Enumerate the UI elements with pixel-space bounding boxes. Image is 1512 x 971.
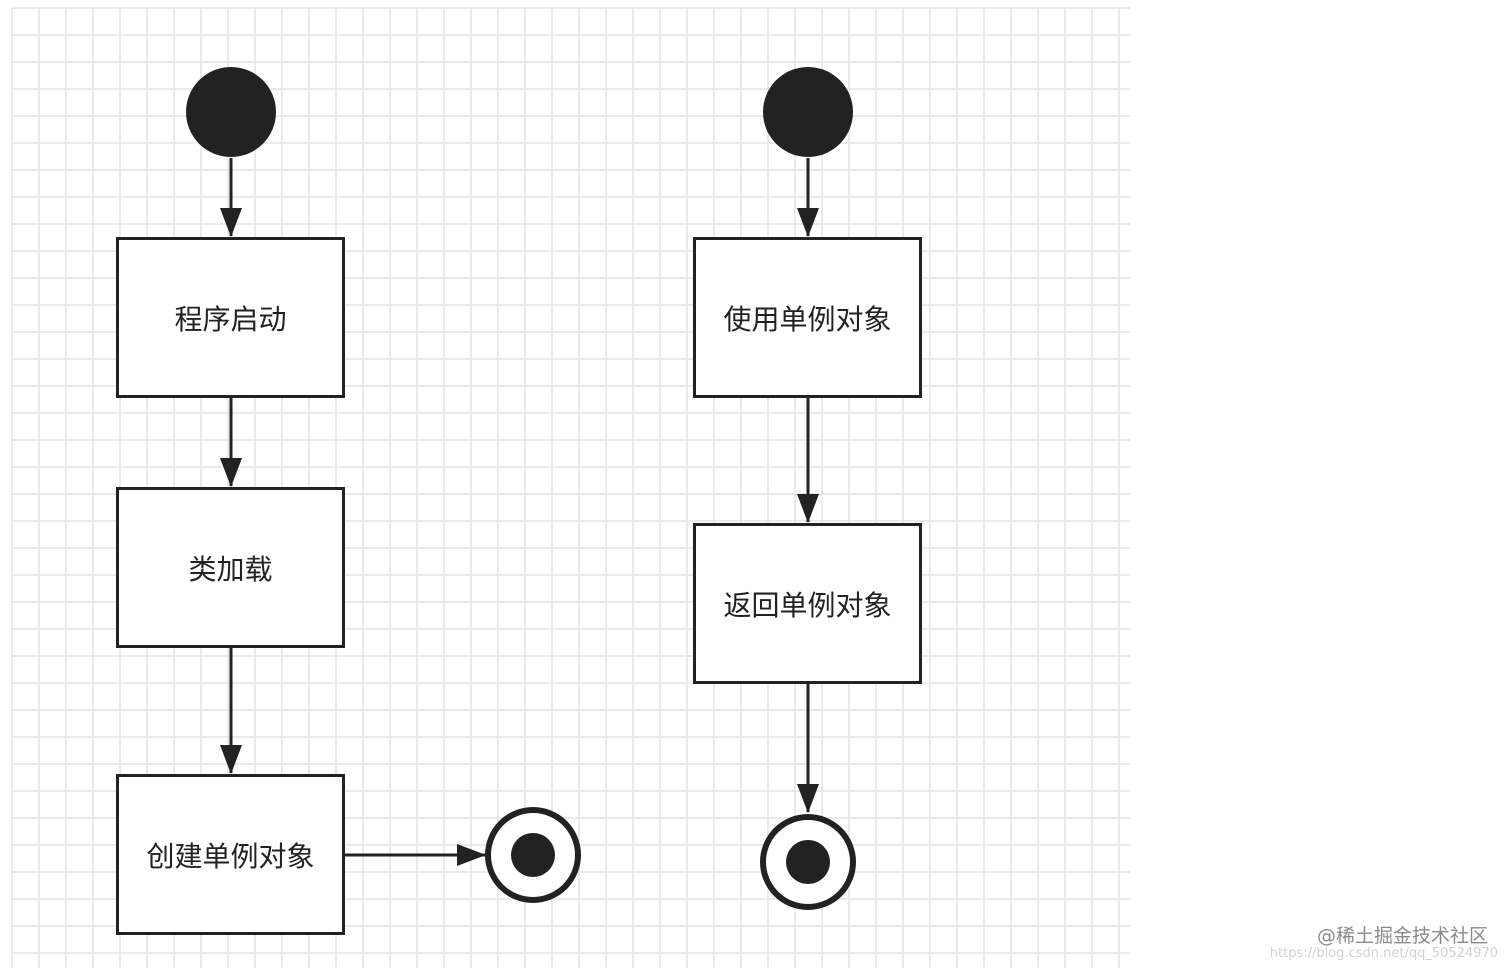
final-node-right-dot xyxy=(786,840,830,884)
watermark-brand: @稀土掘金技术社区 xyxy=(1316,925,1488,947)
arrowhead-class-load xyxy=(220,458,242,487)
action-label: 创建单例对象 xyxy=(146,839,315,873)
arrowhead-create-singleton xyxy=(220,745,242,774)
action-label: 使用单例对象 xyxy=(723,302,892,336)
action-program-start: 程序启动 xyxy=(116,237,345,398)
initial-node-right xyxy=(763,67,853,157)
action-label: 返回单例对象 xyxy=(723,588,892,622)
action-create-singleton: 创建单例对象 xyxy=(116,774,345,935)
action-return-singleton: 返回单例对象 xyxy=(693,523,922,684)
action-class-load: 类加载 xyxy=(116,487,345,648)
arrowhead-end-left xyxy=(457,844,486,866)
arrowhead-program-start xyxy=(220,208,242,237)
action-label: 程序启动 xyxy=(174,302,287,336)
arrowhead-return-singleton xyxy=(797,494,819,523)
action-label: 类加载 xyxy=(188,552,273,586)
action-use-singleton: 使用单例对象 xyxy=(693,237,922,398)
final-node-left-dot xyxy=(511,833,555,877)
arrowhead-use-singleton xyxy=(797,208,819,237)
watermark-url: https://blog.csdn.net/qq_50524970 xyxy=(1269,946,1498,961)
initial-node-left xyxy=(186,67,276,157)
arrowhead-end-right xyxy=(797,784,819,813)
